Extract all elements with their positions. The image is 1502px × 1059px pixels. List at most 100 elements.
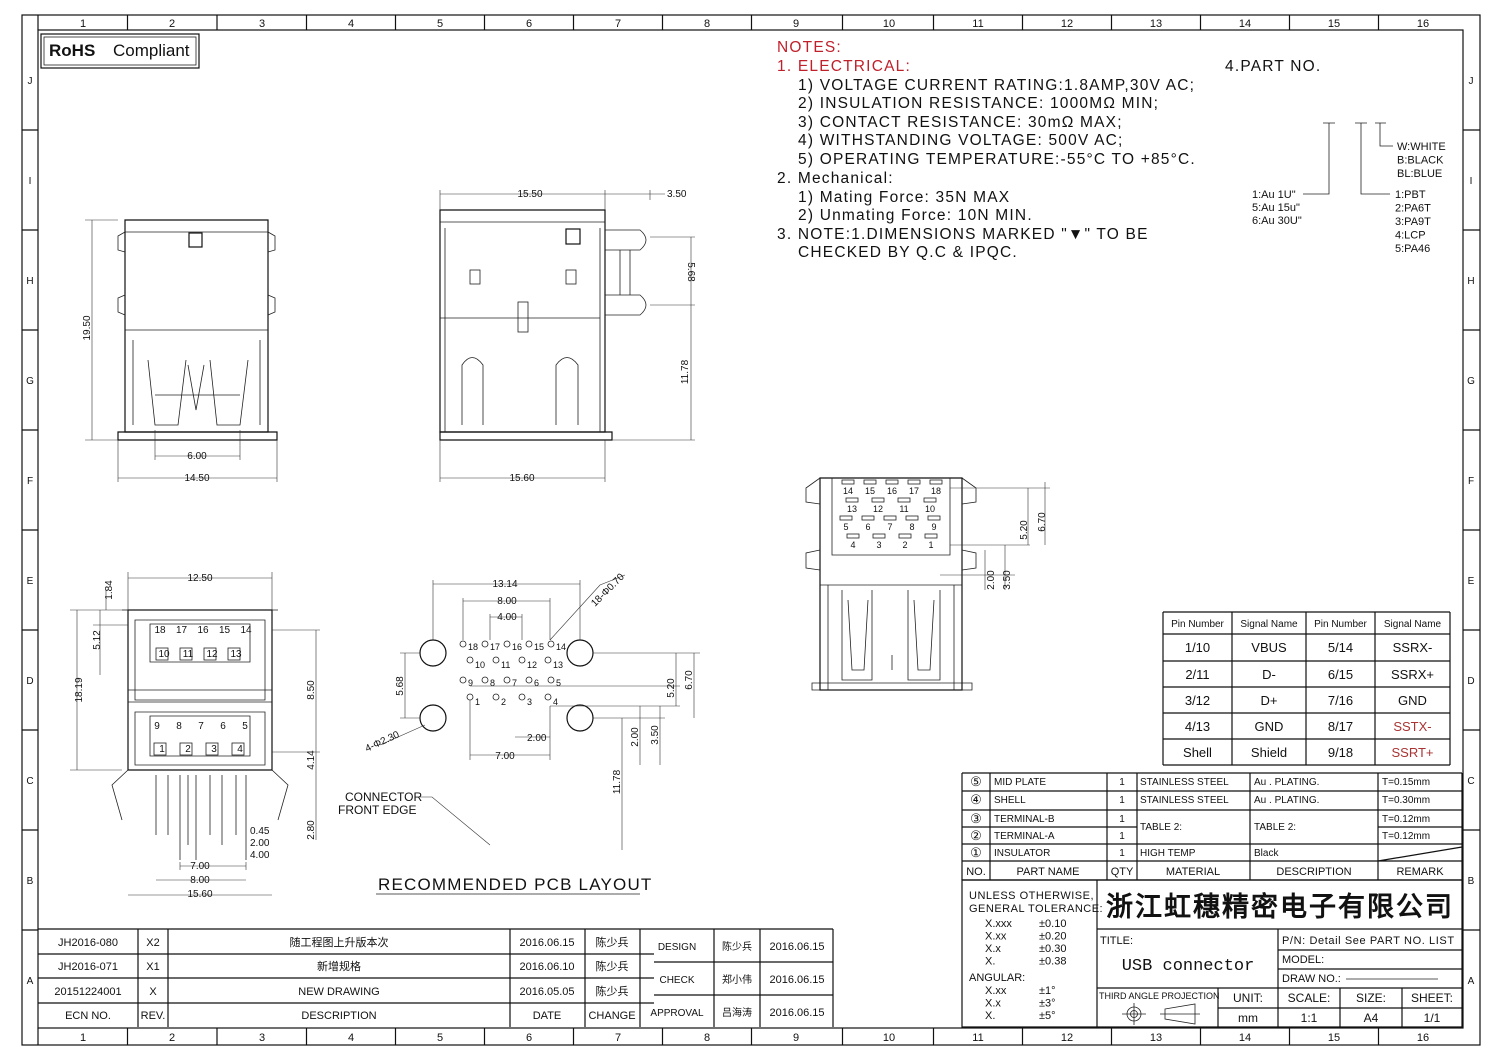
note-3-cont: CHECKED BY Q.C & IPQC. bbox=[798, 244, 1018, 261]
pcb-pin-hole bbox=[525, 676, 533, 684]
zone-row-label: H bbox=[1467, 276, 1474, 287]
revision-cell: 20151224001 bbox=[54, 986, 121, 998]
rear-pin bbox=[872, 533, 886, 539]
part-name: TERMINAL-A bbox=[994, 831, 1055, 842]
zone-column-label: 3 bbox=[259, 1032, 265, 1044]
zone-column-label: 1 bbox=[80, 18, 86, 30]
rear-pin bbox=[897, 497, 911, 503]
dim-label: 3.50 bbox=[1002, 570, 1013, 590]
pin-table-grid bbox=[1162, 611, 1451, 766]
part-name: SHELL bbox=[994, 795, 1026, 806]
pcb-pin-hole bbox=[503, 640, 511, 648]
tolerance-value: ±5° bbox=[1039, 1010, 1056, 1022]
unit-label: UNIT: bbox=[1233, 991, 1263, 1005]
zone-column-label: 1 bbox=[80, 1032, 86, 1044]
revision-cell: 陈少兵 bbox=[596, 984, 629, 998]
revision-cell: 2016.06.15 bbox=[519, 937, 574, 949]
pin-number-label: 9 bbox=[154, 721, 160, 732]
rear-pin bbox=[923, 497, 937, 503]
parts-table-grid bbox=[961, 772, 1463, 881]
zone-row-label: F bbox=[27, 476, 33, 487]
note-1: 1. ELECTRICAL: bbox=[777, 58, 911, 75]
pin-table-header: Signal Name bbox=[1240, 619, 1298, 630]
part-material: HIGH TEMP bbox=[1140, 848, 1196, 859]
revision-cell: 随工程图上升版本次 bbox=[290, 935, 389, 949]
dim-label: 2.00 bbox=[630, 727, 641, 747]
approval-name: 吕海涛 bbox=[722, 1006, 752, 1019]
zone-row-label: H bbox=[26, 276, 33, 287]
third-angle-projection-icon bbox=[1122, 1003, 1200, 1025]
pcb-pin-hole bbox=[525, 640, 533, 648]
draw-no-field: DRAW NO.: bbox=[1282, 973, 1341, 985]
dim-label: 0.45 bbox=[250, 826, 270, 837]
pcb-pin-hole bbox=[544, 656, 552, 664]
front-edge-label: CONNECTOR bbox=[345, 790, 422, 804]
dim-label: 7.00 bbox=[190, 861, 210, 872]
size-label: SIZE: bbox=[1356, 991, 1386, 1005]
pin-table-cell: 2/11 bbox=[1185, 667, 1209, 682]
unit-value: mm bbox=[1238, 1011, 1258, 1025]
part-description: Black bbox=[1254, 848, 1279, 859]
rear-pin-label: 17 bbox=[909, 486, 919, 496]
dim-label: 15.60 bbox=[187, 889, 212, 900]
part-material: STAINLESS STEEL bbox=[1140, 777, 1229, 788]
zone-column-label: 14 bbox=[1239, 1032, 1251, 1044]
pin-table-cell: 8/17 bbox=[1328, 719, 1353, 734]
material-option: 5:PA46 bbox=[1395, 243, 1430, 255]
approval-name: 陈少兵 bbox=[722, 940, 752, 953]
rear-pin-label: 5 bbox=[843, 522, 848, 532]
pcb-pin-hole bbox=[518, 656, 526, 664]
rear-pin bbox=[845, 497, 859, 503]
pin-table-cell: 4/13 bbox=[1185, 719, 1210, 734]
dim-label: 15.60 bbox=[509, 473, 534, 484]
zone-column-label: 6 bbox=[526, 1032, 532, 1044]
rear-pin-label: 11 bbox=[899, 504, 908, 514]
note-2-1: 1) Mating Force: 35N MAX bbox=[798, 189, 1010, 206]
pcb-pin-label: 10 bbox=[475, 660, 485, 670]
pin-number-label: 18 bbox=[154, 625, 166, 636]
note-3: 3. NOTE:1.DIMENSIONS MARKED "▼" TO BE bbox=[777, 226, 1149, 243]
pin-table-cell: SSRT+ bbox=[1391, 745, 1433, 760]
zone-column-label: 15 bbox=[1328, 18, 1340, 30]
pcb-pin-hole bbox=[544, 693, 552, 701]
approval-role: APPROVAL bbox=[650, 1008, 704, 1019]
rear-pin-label: 4 bbox=[850, 540, 855, 550]
scale-label: SCALE: bbox=[1288, 991, 1331, 1005]
part-number-badge: ⑤ bbox=[970, 774, 982, 789]
plating-option: 5:Au 15u" bbox=[1252, 202, 1300, 214]
zone-row-label: E bbox=[27, 576, 34, 587]
pcb-pin-hole bbox=[492, 693, 500, 701]
rear-pin-label: 12 bbox=[873, 504, 883, 514]
dim-label: 5.12 bbox=[92, 630, 103, 650]
revision-cell: JH2016-071 bbox=[58, 961, 118, 973]
part-remark: T=0.12mm bbox=[1382, 831, 1430, 842]
dim-label: 14.50 bbox=[184, 473, 209, 484]
dim-label: 18.19 bbox=[74, 677, 85, 702]
tolerance-heading: GENERAL TOLERANCE: bbox=[969, 903, 1103, 915]
dim-label: 2.00 bbox=[986, 570, 997, 590]
pin-number-label: 6 bbox=[220, 721, 226, 732]
part-no-legend: 1:Au 1U"5:Au 15u"6:Au 30U"1:PBT2:PA6T3:P… bbox=[1252, 122, 1446, 255]
pin-table-cell: Shell bbox=[1183, 745, 1212, 760]
title-label: TITLE: bbox=[1100, 935, 1133, 947]
parts-table-header: MATERIAL bbox=[1166, 866, 1220, 878]
tolerance-format: X.x bbox=[985, 998, 1001, 1010]
pin-number-label: 3 bbox=[211, 744, 217, 755]
part-name: TERMINAL-B bbox=[994, 814, 1055, 825]
pcb-pin-hole bbox=[547, 640, 555, 648]
part-remark: T=0.12mm bbox=[1382, 814, 1430, 825]
pin-table-header: Signal Name bbox=[1384, 619, 1442, 630]
pcb-pin-label: 8 bbox=[490, 678, 495, 688]
dim-label: 4-Φ2.30 bbox=[364, 729, 402, 755]
pin-contact bbox=[227, 647, 241, 661]
rear-pin bbox=[861, 515, 875, 521]
dim-label: 4.00 bbox=[497, 612, 517, 623]
dim-label: 5.20 bbox=[666, 678, 677, 698]
note-1-5: 5) OPERATING TEMPERATURE:-55°C TO +85°C. bbox=[798, 151, 1196, 168]
rear-pin-label: 16 bbox=[887, 486, 897, 496]
rear-pin bbox=[924, 533, 938, 539]
zone-row-label: C bbox=[26, 776, 33, 787]
pcb-pin-label: 5 bbox=[556, 678, 561, 688]
